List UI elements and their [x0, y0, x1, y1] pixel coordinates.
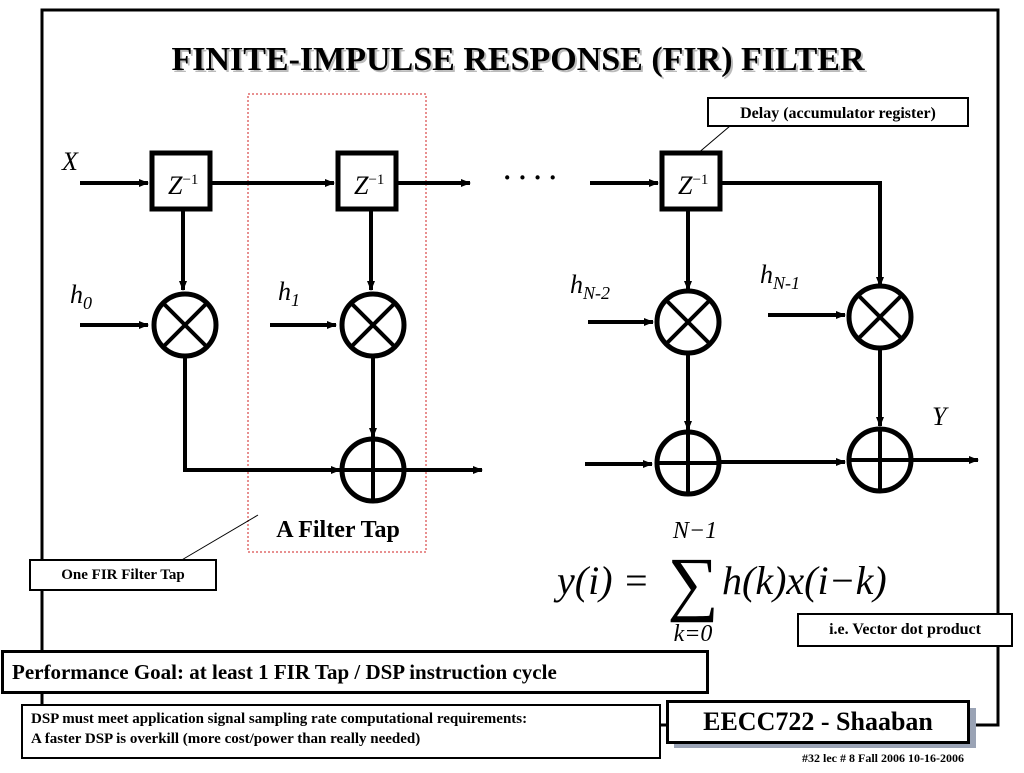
filter-tap-label: A Filter Tap — [276, 517, 400, 543]
one-tap-callout-leader — [179, 514, 259, 562]
formula-rhs: h(k)x(i−k) — [722, 558, 887, 603]
delay-block-1-label: Z−1 — [168, 171, 198, 200]
one-tap-callout: One FIR Filter Tap — [29, 559, 217, 591]
coef-h1: h1 — [278, 277, 300, 310]
delay-block-2 — [335, 150, 399, 212]
coef-h0: h0 — [70, 280, 92, 313]
coef-hN2: hN-2 — [570, 270, 610, 303]
formula-upper-limit: N−1 — [672, 518, 717, 544]
wire-z3-to-mult4 — [720, 181, 884, 287]
adder-1 — [339, 436, 407, 504]
slide-title: FINITE-IMPULSE RESPONSE (FIR) FILTER — [173, 43, 866, 80]
delay-block-2-label: Z−1 — [354, 171, 384, 200]
course-badge: EECC722 - Shaaban — [666, 700, 970, 744]
coef-hN1: hN-1 — [760, 260, 800, 293]
formula-sigma: ∑ — [667, 543, 718, 623]
adder-4 — [846, 426, 914, 494]
delay-block-3 — [659, 150, 723, 212]
vector-note: i.e. Vector dot product — [797, 613, 1013, 647]
fir-formula: N−1 y(i) = ∑ h(k)x(i−k) k=0 — [553, 518, 887, 647]
wire-mult1-to-adder1 — [183, 356, 341, 474]
slide-title: FINITE-IMPULSE RESPONSE (FIR) FILTER — [171, 41, 864, 78]
requirements-box: DSP must meet application signal samplin… — [21, 704, 661, 759]
adder-3 — [654, 429, 722, 497]
input-x-label: X — [61, 147, 79, 176]
requirement-line-2: A faster DSP is overkill (more cost/powe… — [31, 731, 421, 747]
formula-lower-limit: k=0 — [674, 621, 713, 647]
delay-callout-box — [707, 97, 969, 127]
filter-tap-highlight — [247, 93, 427, 553]
multiplier-3 — [654, 288, 722, 356]
delay-callout-text: Delay (accumulator register) — [740, 105, 936, 122]
requirement-line-1: DSP must meet application signal samplin… — [31, 711, 528, 727]
formula-lhs: y(i) = — [553, 558, 650, 603]
delay-block-3-label: Z−1 — [678, 171, 708, 200]
footer-text: #32 lec # 8 Fall 2006 10-16-2006 — [802, 751, 964, 765]
multiplier-1 — [151, 291, 219, 359]
performance-goal-box: Performance Goal: at least 1 FIR Tap / D… — [1, 650, 709, 694]
output-y-label: Y — [932, 402, 949, 431]
multiplier-4 — [846, 283, 914, 351]
multiplier-2 — [339, 291, 407, 359]
continuation-dots: · · · · — [503, 163, 557, 192]
